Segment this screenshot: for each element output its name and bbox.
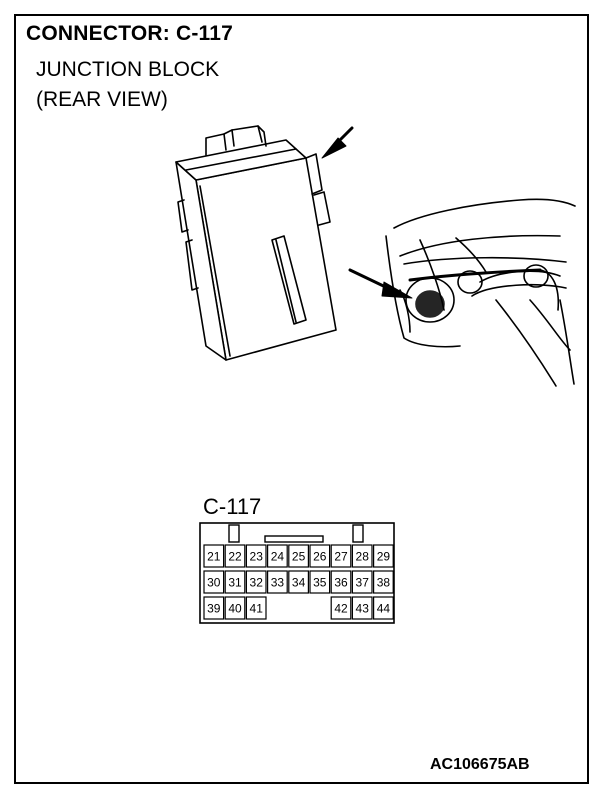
pin-number: 21	[207, 550, 221, 564]
pin-number: 36	[334, 576, 348, 590]
pin-number: 37	[356, 576, 370, 590]
pin-number: 22	[228, 550, 242, 564]
pin-number: 27	[334, 550, 348, 564]
connector-label: C-117	[203, 494, 262, 519]
pin-number: 30	[207, 576, 221, 590]
pin-cell	[373, 596, 394, 620]
junction-block-label: JUNCTION BLOCK	[36, 58, 220, 81]
pin-number: 42	[334, 602, 348, 616]
pin-cell	[330, 596, 352, 620]
connector-pin-layout: 21 22 23 24 25 26 27 28 29 30 31 32 33 34 35 36 37 38 39 40…	[199, 522, 395, 624]
pin-cell	[288, 544, 309, 568]
pin-number: 32	[250, 576, 264, 590]
pin-cell	[203, 544, 225, 568]
pin-number: 28	[356, 550, 370, 564]
pin-number: 25	[292, 550, 306, 564]
pin-cell	[373, 544, 394, 568]
pin-cell	[309, 544, 331, 568]
pin-cell	[351, 570, 373, 594]
pin-number: 44	[377, 602, 391, 616]
pin-cell	[351, 544, 373, 568]
pin-cell	[245, 596, 267, 620]
pin-number: 23	[250, 550, 264, 564]
pin-cell	[309, 570, 331, 594]
pin-cell	[373, 570, 394, 594]
pin-number: 31	[228, 576, 242, 590]
pin-number: 41	[250, 602, 264, 616]
pin-cell	[330, 570, 352, 594]
dashboard-illustration	[348, 198, 576, 387]
pin-number: 43	[356, 602, 370, 616]
pin-cell	[267, 544, 288, 568]
pin-number: 39	[207, 602, 221, 616]
pin-cell	[203, 596, 225, 620]
pin-number: 35	[313, 576, 327, 590]
connector-title: CONNECTOR: C-117	[26, 22, 234, 45]
junction-block-illustration	[175, 125, 354, 361]
pin-number: 33	[271, 576, 285, 590]
pin-number: 38	[377, 576, 391, 590]
rear-view-label: (REAR VIEW)	[36, 88, 168, 111]
pin-cell	[203, 570, 225, 594]
pin-number: 40	[228, 602, 242, 616]
pin-number: 24	[271, 550, 285, 564]
pin-cell	[330, 544, 352, 568]
pin-grid: 21 22 23 24 25 26 27 28 29 30 31 32 33 34 35 36 37 38 39 40…	[203, 544, 394, 620]
pin-number: 34	[292, 576, 306, 590]
figure-id: AC106675AB	[430, 756, 530, 773]
pin-cell	[224, 544, 246, 568]
pin-cell	[288, 570, 309, 594]
pin-cell	[224, 596, 246, 620]
pin-cell	[351, 596, 373, 620]
pin-cell	[245, 544, 267, 568]
pin-cell	[267, 570, 288, 594]
pin-cell	[245, 570, 267, 594]
pin-number: 26	[313, 550, 327, 564]
pin-number: 29	[377, 550, 391, 564]
pin-cell	[224, 570, 246, 594]
diagram-frame	[14, 14, 589, 784]
